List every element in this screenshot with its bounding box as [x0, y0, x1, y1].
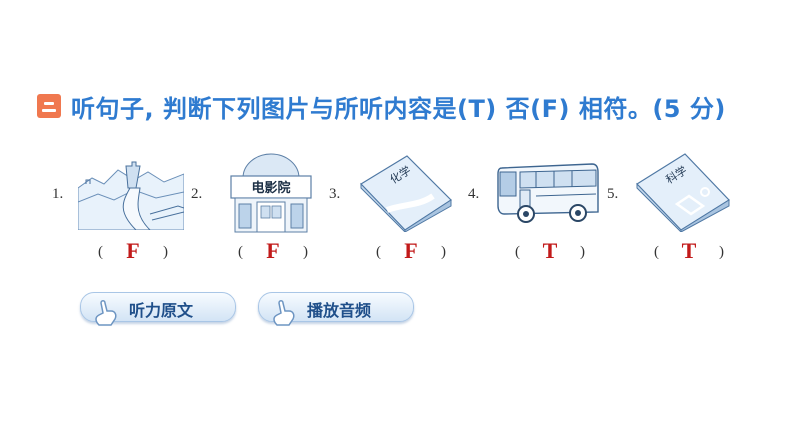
paren-left: (	[238, 244, 243, 260]
transcript-button[interactable]: 听力原文	[80, 292, 236, 326]
chemistry-book-icon: 化学	[360, 155, 452, 232]
paren-left: (	[654, 244, 659, 260]
item-number: 3.	[329, 186, 341, 202]
science-book-icon: 科学	[636, 153, 730, 232]
pointing-hand-icon	[95, 300, 117, 326]
item-number: 5.	[607, 186, 619, 202]
answer-value: F	[126, 238, 140, 263]
item-number: 2.	[191, 186, 203, 202]
answer-value: T	[542, 238, 558, 263]
paren-left: (	[376, 244, 381, 260]
answer-2: ( F )	[238, 238, 308, 268]
question-title: 听句子, 判断下列图片与所听内容是(T) 否(F) 相符。(5 分)	[71, 94, 726, 123]
paren-right: )	[441, 244, 446, 260]
item-number: 1.	[52, 186, 64, 202]
section-two-badge-icon	[37, 94, 61, 118]
paren-right: )	[580, 244, 585, 260]
answer-value: T	[681, 238, 697, 263]
answer-value: F	[404, 238, 418, 263]
bus-icon	[497, 163, 599, 223]
paren-right: )	[719, 244, 724, 260]
paren-left: (	[98, 244, 103, 260]
play-audio-button[interactable]: 播放音频	[258, 292, 414, 326]
paren-left: (	[515, 244, 520, 260]
transcript-label: 听力原文	[129, 301, 194, 320]
answer-4: ( T )	[515, 238, 585, 268]
pointing-hand-icon	[273, 300, 295, 326]
paren-right: )	[163, 244, 168, 260]
cinema-sign-text: 电影院	[251, 180, 290, 196]
question-header: 听句子, 判断下列图片与所听内容是(T) 否(F) 相符。(5 分)	[37, 88, 726, 124]
answer-value: F	[266, 238, 280, 263]
answer-5: ( T )	[654, 238, 724, 268]
answer-1: ( F )	[98, 238, 168, 268]
great-wall-icon	[78, 161, 184, 230]
answer-3: ( F )	[376, 238, 446, 268]
cinema-building-icon: 电影院	[230, 153, 312, 233]
item-number: 4.	[468, 186, 480, 202]
paren-right: )	[303, 244, 308, 260]
play-audio-label: 播放音频	[307, 301, 372, 320]
